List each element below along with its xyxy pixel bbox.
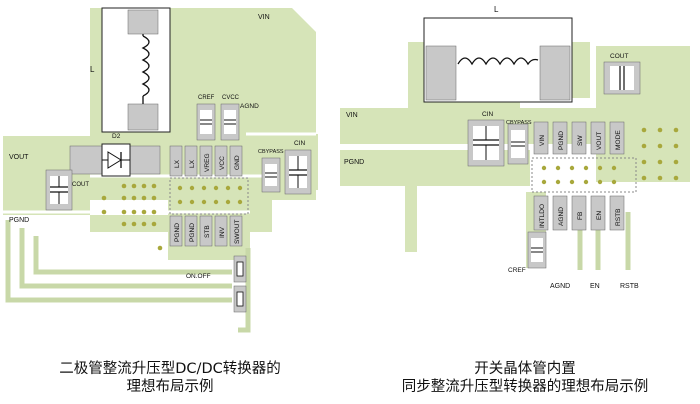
right-top-pins: VIN PGND SW VOUT MODE — [533, 121, 625, 155]
left-cbypass-capacitor — [261, 157, 281, 193]
left-cbypass-label: CBYPASS — [258, 149, 284, 155]
left-ic-body — [169, 177, 249, 215]
left-caption: 二极管整流升压型DC/DC转换器的 理想布局示例 — [40, 360, 300, 396]
right-pin-agnd: AGND — [558, 207, 565, 226]
right-pin-vin: VIN — [539, 135, 546, 146]
right-cbypass-capacitor — [507, 123, 529, 165]
right-caption-line2: 同步整流升压型转换器的理想布局示例 — [401, 379, 649, 395]
right-bottom-pins: INTLDO AGND FB EN RSTB — [533, 195, 625, 231]
left-cvcc-capacitor — [220, 103, 240, 141]
right-pin-pgnd: PGND — [558, 131, 565, 150]
left-pgnd-label: PGND — [9, 217, 29, 224]
left-pin-lx-2: LX — [189, 159, 196, 168]
left-diode — [69, 143, 161, 177]
right-pin-rstb: RSTB — [615, 208, 622, 226]
left-diode-label: D2 — [112, 133, 121, 140]
left-cin-capacitor — [284, 149, 312, 195]
left-pin-lx-1: LX — [174, 159, 181, 168]
left-caption-line2: 理想布局示例 — [126, 379, 214, 395]
right-pin-intldo: INTLDO — [539, 204, 546, 228]
left-vias — [101, 183, 163, 251]
right-bottom-label-rstb: RSTB — [620, 283, 639, 290]
left-cref-capacitor — [196, 103, 216, 141]
left-vout-label: VOUT — [9, 154, 29, 161]
left-on-off-resistors — [233, 255, 247, 313]
left-bottom-pins: PGND PGND STB INV SWOUT — [169, 215, 243, 247]
left-inductor-label: L — [90, 65, 95, 74]
left-cin-label: CIN — [294, 140, 306, 147]
right-caption-line1: 开关晶体管内置 — [474, 361, 576, 377]
right-vin-label: VIN — [346, 112, 358, 119]
left-pin-pgnd-1: PGND — [174, 223, 181, 242]
right-inductor-label: L — [494, 5, 499, 14]
left-caption-line1: 二极管整流升压型DC/DC转换器的 — [59, 361, 281, 377]
left-agnd-label: AGND — [240, 103, 259, 110]
right-cout-label: COUT — [610, 53, 628, 60]
left-cvcc-label: CVCC — [222, 95, 240, 101]
right-bottom-label-agnd: AGND — [550, 283, 570, 290]
left-on-off-label: ON.OFF — [186, 273, 211, 280]
left-layout: L VIN D2 VOUT COUT PGND — [3, 7, 318, 333]
left-pin-vreg: VREG — [204, 153, 211, 172]
right-caption: 开关晶体管内置 同步整流升压型转换器的理想布局示例 — [380, 360, 670, 396]
left-pin-pgnd-2: PGND — [189, 223, 196, 242]
right-cin-capacitor — [467, 119, 505, 167]
right-ic-body-vias — [541, 165, 617, 185]
left-inductor — [101, 7, 171, 133]
left-pin-vcc: VCC — [219, 156, 226, 170]
left-top-pins: LX LX VREG VCC GND — [169, 145, 243, 177]
right-cbypass-label: CBYPASS — [506, 120, 532, 126]
right-outer-vias — [641, 127, 679, 181]
right-pgnd-label: PGND — [344, 159, 364, 166]
right-pin-vout: VOUT — [596, 132, 603, 150]
left-cout-capacitor — [45, 169, 73, 211]
right-cref-label: CREF — [508, 267, 526, 274]
right-bottom-label-en: EN — [590, 283, 600, 290]
right-inductor — [423, 17, 573, 103]
right-cout-capacitor — [603, 61, 641, 95]
right-pin-en: EN — [596, 211, 603, 220]
right-layout: L VIN PGND COUT CIN CBYPASS — [340, 5, 690, 290]
right-cin-label: CIN — [482, 111, 494, 118]
left-vin-label: VIN — [258, 14, 270, 21]
right-pin-mode: MODE — [615, 130, 622, 150]
right-pin-fb: FB — [577, 211, 584, 220]
left-cout-label: COUT — [72, 182, 89, 188]
left-pin-gnd: GND — [234, 155, 241, 170]
left-cref-label: CREF — [198, 95, 215, 101]
left-pin-inv: INV — [219, 226, 226, 238]
right-pin-sw: SW — [577, 135, 584, 146]
left-pin-stb: STB — [204, 225, 211, 238]
left-ic-body-vias — [177, 185, 243, 205]
right-cref-capacitor — [527, 231, 547, 269]
left-pin-swout: SWOUT — [234, 219, 241, 244]
right-ic-body — [531, 157, 637, 193]
